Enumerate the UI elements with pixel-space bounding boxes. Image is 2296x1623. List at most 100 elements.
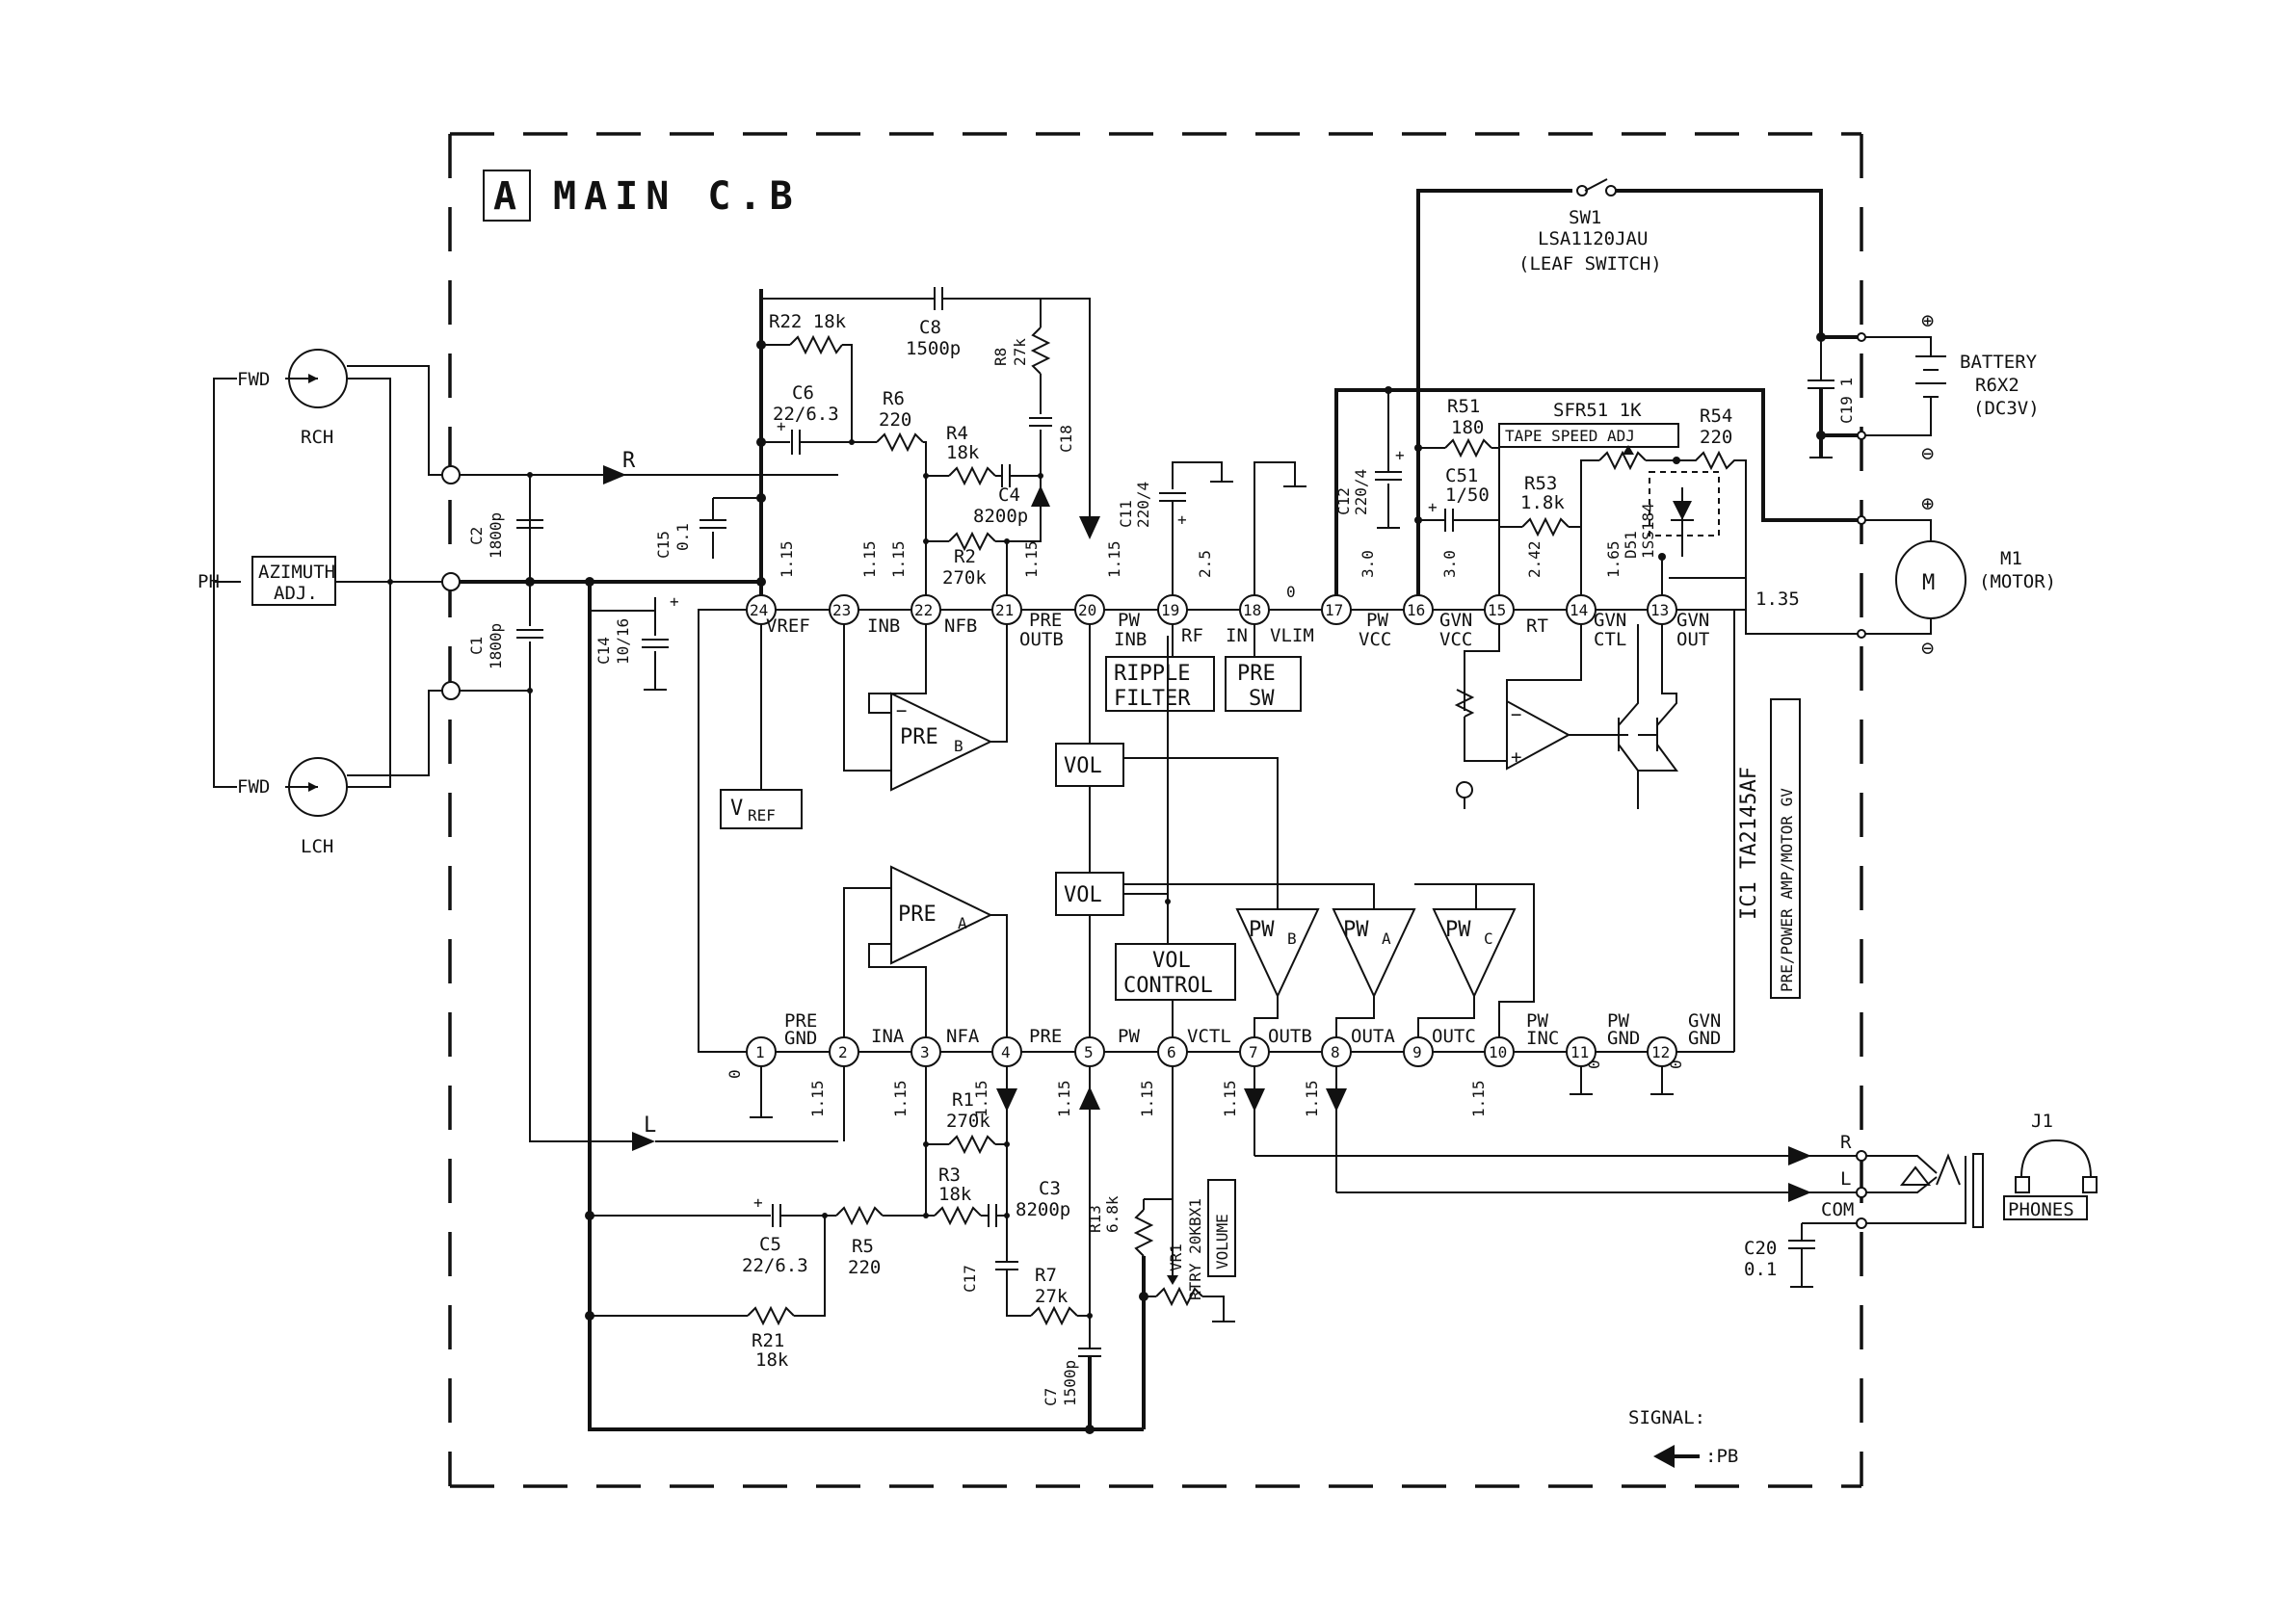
signal-legend: SIGNAL: :PB: [1628, 1407, 1738, 1468]
svg-text:SFR51 1K: SFR51 1K: [1553, 400, 1642, 421]
svg-text:3.0: 3.0: [1440, 550, 1459, 578]
top-external-components: C8 1500p R22 18k R8 27k C18 + C6 22/6.3 …: [760, 287, 1306, 595]
svg-text:3.0: 3.0: [1359, 550, 1377, 578]
svg-text:PW: PW: [1526, 1010, 1548, 1032]
svg-text:18k: 18k: [755, 1349, 789, 1371]
svg-text:SIGNAL:: SIGNAL:: [1628, 1407, 1705, 1428]
svg-text:GVN: GVN: [1688, 1010, 1721, 1032]
svg-text:TAPE SPEED ADJ: TAPE SPEED ADJ: [1505, 427, 1635, 445]
svg-text:PW: PW: [1118, 610, 1140, 631]
pin-18: 18 RF 0: [1181, 583, 1296, 646]
pin-17: 17 IN 3.0: [1226, 550, 1377, 646]
svg-text:1.15: 1.15: [860, 540, 879, 578]
svg-text:R: R: [622, 449, 636, 473]
ic-outline: 1.35: [698, 577, 1800, 1053]
ic-name: IC1 TA2145AF PRE/POWER AMP/MOTOR GV: [1737, 698, 1801, 999]
svg-text:22/6.3: 22/6.3: [773, 404, 839, 425]
svg-text:C4: C4: [998, 484, 1020, 506]
svg-text:VOL: VOL: [1064, 754, 1102, 778]
svg-text:C8: C8: [919, 317, 941, 338]
pin-11: 11 PW INC 0: [1526, 1010, 1603, 1069]
svg-text:R13: R13: [1086, 1205, 1104, 1233]
svg-text:PW: PW: [1249, 918, 1275, 942]
pin-14: 14 GVN VCC 1.65: [1439, 540, 1623, 650]
svg-text:INA: INA: [871, 1026, 905, 1047]
bottom-external-components: R1 270k R3 18k C3 8200p + C5 22/6.3 R5 2…: [585, 1066, 1861, 1434]
pre-b-amp: [890, 692, 993, 792]
pin-15: 15 PW VCC 2.42: [1359, 540, 1544, 650]
svg-text:−: −: [896, 700, 907, 721]
svg-text:A: A: [1382, 929, 1391, 948]
svg-text:GND: GND: [784, 1028, 817, 1049]
svg-text:C3: C3: [1039, 1178, 1061, 1199]
svg-text::PB: :PB: [1705, 1446, 1738, 1467]
svg-text:12: 12: [1651, 1043, 1670, 1061]
svg-text:1.15: 1.15: [889, 540, 908, 578]
svg-text:8200p: 8200p: [1016, 1199, 1070, 1220]
svg-text:1.15: 1.15: [1138, 1080, 1156, 1117]
svg-text:PRE: PRE: [898, 903, 937, 927]
svg-text:10/16: 10/16: [614, 618, 632, 665]
svg-text:R53: R53: [1524, 473, 1557, 494]
svg-text:4: 4: [1001, 1043, 1011, 1061]
pin-22: 22 NFB 1.15: [889, 540, 977, 637]
svg-text:270k: 270k: [942, 567, 987, 589]
svg-text:0: 0: [726, 1069, 744, 1079]
pin-12: 12 PW GND 0: [1607, 1010, 1685, 1069]
svg-text:PRE/POWER AMP/MOTOR GV: PRE/POWER AMP/MOTOR GV: [1778, 788, 1796, 992]
svg-text:9: 9: [1412, 1043, 1422, 1061]
svg-text:LSA1120JAU: LSA1120JAU: [1538, 228, 1648, 249]
svg-text:R7: R7: [1035, 1265, 1057, 1286]
svg-text:COM: COM: [1821, 1199, 1854, 1220]
svg-text:1.15: 1.15: [1022, 540, 1041, 578]
svg-text:1/50: 1/50: [1445, 484, 1490, 506]
pin-16: 16 VLIM 3.0: [1270, 550, 1459, 646]
svg-text:27k: 27k: [1011, 338, 1029, 366]
svg-text:GND: GND: [1607, 1028, 1640, 1049]
svg-text:J1: J1: [2031, 1111, 2053, 1132]
svg-text:C: C: [1484, 929, 1493, 948]
svg-text:+: +: [1177, 510, 1187, 529]
pin-10: 10 OUTC 1.15: [1432, 1026, 1515, 1117]
svg-text:1.65: 1.65: [1604, 540, 1623, 578]
svg-text:R21: R21: [752, 1330, 784, 1351]
svg-text:+: +: [777, 417, 786, 435]
svg-text:1.15: 1.15: [891, 1080, 910, 1117]
svg-text:PRE: PRE: [1029, 1026, 1062, 1047]
svg-text:B: B: [1287, 929, 1297, 948]
svg-text:⊖: ⊖: [1921, 442, 1934, 466]
svg-text:1SS184: 1SS184: [1639, 503, 1657, 559]
svg-text:0: 0: [1286, 583, 1296, 601]
svg-text:R6: R6: [883, 388, 905, 409]
svg-text:18k: 18k: [946, 442, 980, 463]
svg-text:1.15: 1.15: [1055, 1080, 1073, 1117]
svg-text:LCH: LCH: [301, 836, 333, 857]
azimuth-box: [251, 556, 336, 606]
svg-text:2.5: 2.5: [1196, 550, 1214, 578]
svg-text:PRE: PRE: [784, 1010, 817, 1032]
svg-text:PW: PW: [1607, 1010, 1629, 1032]
svg-text:1.15: 1.15: [1105, 540, 1123, 578]
svg-text:C12: C12: [1334, 487, 1353, 515]
svg-text:220/4: 220/4: [1352, 469, 1370, 515]
svg-text:+: +: [1395, 446, 1405, 464]
svg-text:1: 1: [755, 1043, 765, 1061]
svg-text:1.15: 1.15: [778, 540, 796, 578]
svg-text:VCC: VCC: [1439, 629, 1472, 650]
svg-text:6.8k: 6.8k: [1103, 1195, 1122, 1233]
svg-text:23: 23: [832, 601, 851, 619]
svg-text:VOLUME: VOLUME: [1213, 1214, 1231, 1270]
svg-text:5: 5: [1084, 1043, 1094, 1061]
svg-text:2: 2: [838, 1043, 848, 1061]
svg-text:18: 18: [1243, 601, 1261, 619]
svg-text:22: 22: [914, 601, 933, 619]
svg-text:R54: R54: [1700, 406, 1732, 427]
svg-text:+: +: [1428, 498, 1438, 516]
svg-text:220: 220: [1700, 427, 1732, 448]
svg-text:220: 220: [848, 1257, 881, 1278]
svg-text:FILTER: FILTER: [1114, 687, 1191, 711]
svg-text:M: M: [1922, 571, 1935, 595]
svg-text:CTL: CTL: [1594, 629, 1626, 650]
svg-text:+: +: [1511, 746, 1521, 768]
